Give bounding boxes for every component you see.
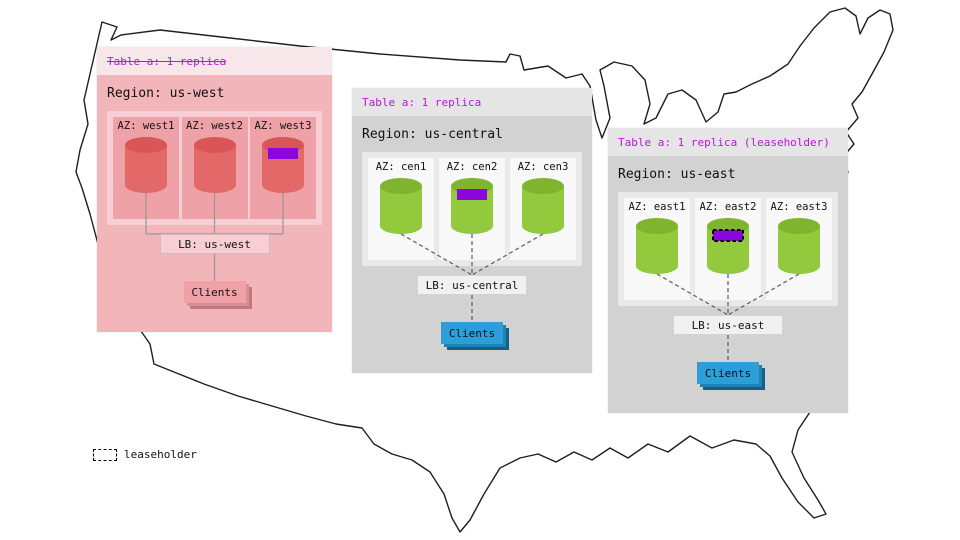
region-title: Region: us-central xyxy=(362,127,503,142)
db-cylinder-icon xyxy=(262,137,304,193)
db-cylinder-icon xyxy=(707,218,749,274)
region-body: Region: us-east AZ: east1 AZ: east2 xyxy=(608,156,848,413)
region-panel-us-central: Table a: 1 replica Region: us-central AZ… xyxy=(352,88,592,373)
table-replica-header: Table a: 1 replica (leaseholder) xyxy=(608,128,848,156)
table-replica-header: Table a: 1 replica xyxy=(352,88,592,116)
az-label: AZ: east3 xyxy=(770,201,828,213)
legend-label: leaseholder xyxy=(124,448,197,461)
az-label: AZ: west3 xyxy=(254,120,312,132)
az-container: AZ: cen1 AZ: cen2 xyxy=(362,152,582,266)
az-label: AZ: east1 xyxy=(628,201,686,213)
az-label: AZ: west1 xyxy=(117,120,175,132)
db-cylinder xyxy=(123,136,169,194)
az-label: AZ: cen1 xyxy=(375,161,427,173)
clients-box: Clients xyxy=(183,281,246,303)
db-cylinder xyxy=(192,136,238,194)
db-cylinder xyxy=(634,217,680,275)
db-cylinder-icon xyxy=(522,178,564,234)
table-replica-header: Table a: 1 replica xyxy=(97,47,332,75)
load-balancer-box: LB: us-west xyxy=(159,234,270,254)
db-cylinder-icon xyxy=(451,178,493,234)
legend: leaseholder xyxy=(93,448,197,461)
az-column: AZ: east1 xyxy=(624,198,690,300)
db-cylinder xyxy=(705,217,751,275)
table-replica-label: Table a: 1 replica (leaseholder) xyxy=(618,135,830,149)
clients-box: Clients xyxy=(441,322,503,344)
region-panel-us-west: Table a: 1 replica Region: us-west AZ: w… xyxy=(97,47,332,332)
az-column: AZ: east3 xyxy=(766,198,832,300)
table-replica-label: Table a: 1 replica xyxy=(107,54,227,68)
az-column: AZ: west2 xyxy=(181,117,248,219)
db-cylinder-icon xyxy=(778,218,820,274)
az-column: AZ: cen1 xyxy=(368,158,434,260)
az-column: AZ: west3 xyxy=(250,117,316,219)
region-panel-us-east: Table a: 1 replica (leaseholder) Region:… xyxy=(608,128,848,413)
az-label: AZ: east2 xyxy=(699,201,757,213)
replica-range-icon xyxy=(457,189,487,200)
db-cylinder-icon xyxy=(125,137,167,193)
az-container: AZ: east1 AZ: east2 xyxy=(618,192,838,306)
az-column: AZ: east2 xyxy=(695,198,761,300)
clients-box: Clients xyxy=(697,362,759,384)
az-container: AZ: west1 AZ: west2 xyxy=(107,111,322,225)
db-cylinder xyxy=(260,136,306,194)
replica-range-icon xyxy=(268,148,298,159)
db-cylinder xyxy=(776,217,822,275)
db-cylinder-icon xyxy=(380,178,422,234)
region-title: Region: us-east xyxy=(618,167,736,182)
az-label: AZ: west2 xyxy=(186,120,243,132)
region-body: Region: us-west AZ: west1 AZ: west2 xyxy=(97,75,332,332)
region-title: Region: us-west xyxy=(107,86,225,101)
az-column: AZ: west1 xyxy=(113,117,179,219)
az-label: AZ: cen2 xyxy=(446,161,498,173)
az-column: AZ: cen2 xyxy=(439,158,505,260)
az-label: AZ: cen3 xyxy=(517,161,569,173)
az-column: AZ: cen3 xyxy=(510,158,576,260)
db-cylinder xyxy=(378,177,424,235)
db-cylinder xyxy=(449,177,495,235)
leaseholder-swatch-icon xyxy=(93,448,117,461)
db-cylinder-icon xyxy=(193,137,236,193)
load-balancer-box: LB: us-east xyxy=(673,315,783,335)
load-balancer-box: LB: us-central xyxy=(417,275,527,295)
region-body: Region: us-central AZ: cen1 AZ: cen2 xyxy=(352,116,592,373)
leaseholder-range-icon xyxy=(712,229,744,242)
db-cylinder-icon xyxy=(636,218,678,274)
db-cylinder xyxy=(520,177,566,235)
table-replica-label: Table a: 1 replica xyxy=(362,95,482,109)
